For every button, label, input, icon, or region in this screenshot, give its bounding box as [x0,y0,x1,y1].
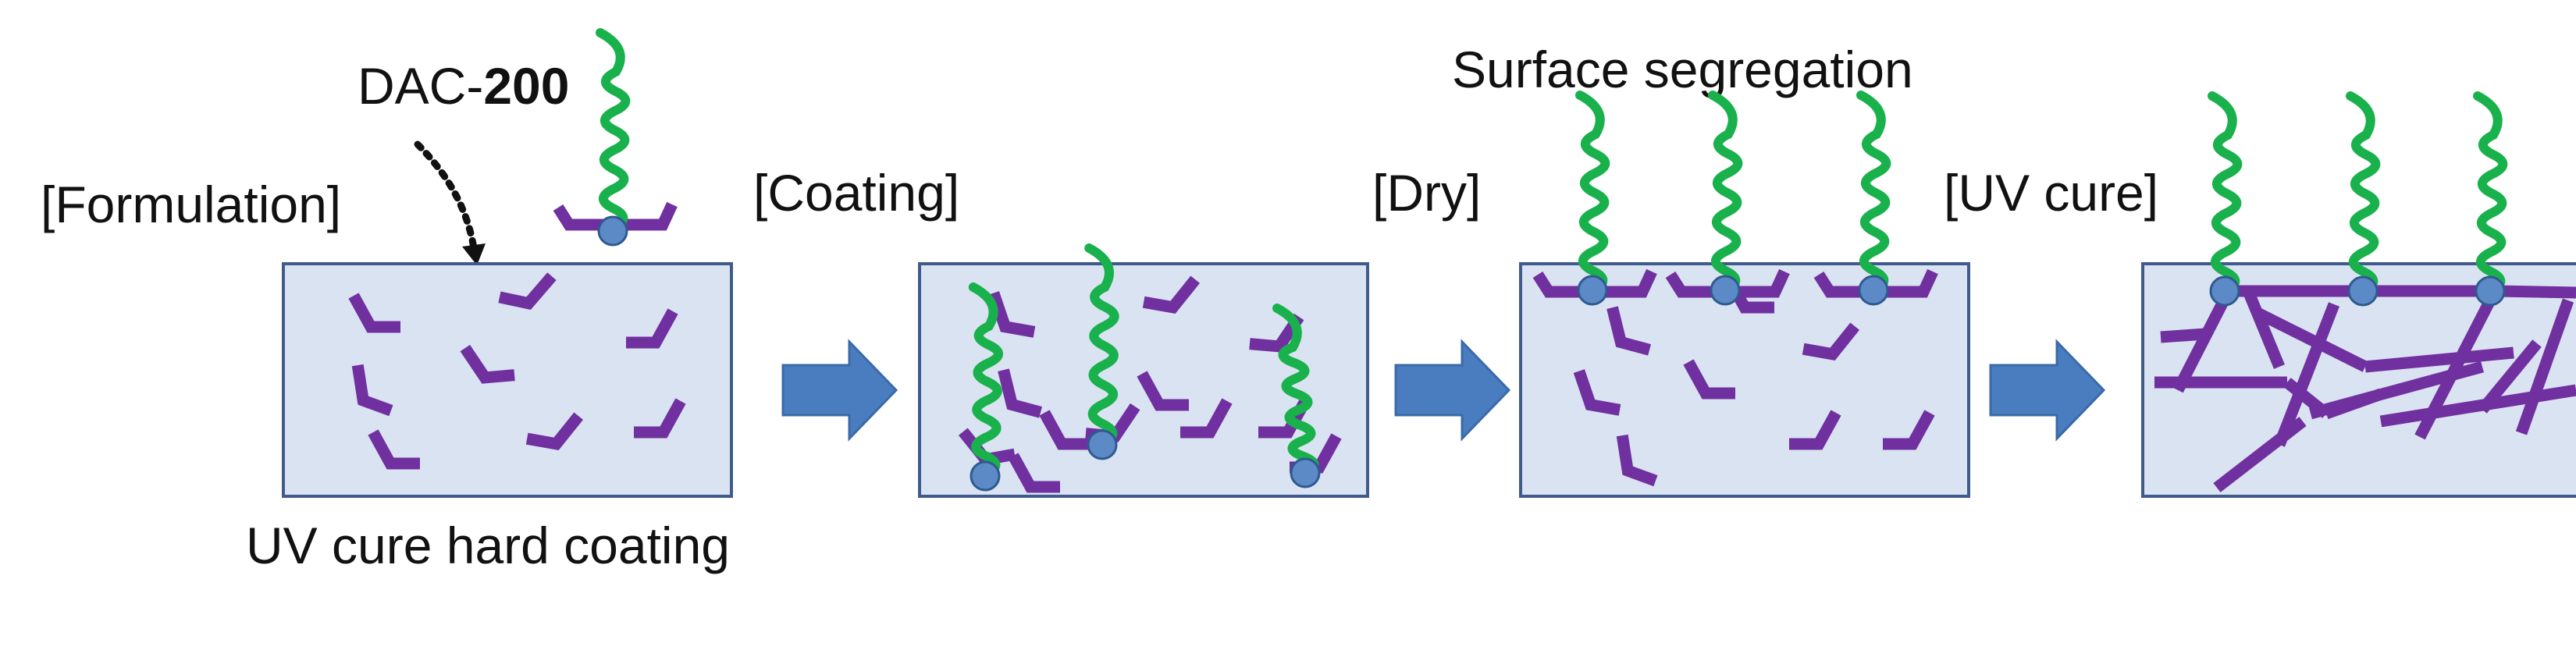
monomer [1883,410,1935,450]
dac-number: 200 [483,57,569,115]
crosslink [2172,288,2234,393]
monomer [987,291,1036,338]
crosslink [2213,417,2307,492]
monomer [368,429,420,470]
monomer [1008,453,1060,493]
fluoro-chain [2346,91,2381,296]
dotted-arrow [414,140,479,258]
anchor-bead [2347,275,2379,307]
monomer [460,344,515,384]
monomer [348,293,400,333]
monomer [1683,359,1735,400]
fluoro-chain [1856,91,1891,295]
crosslink [2497,285,2576,299]
fluoro-chain [1708,91,1743,295]
monomer [634,398,686,439]
fluoro-chain [1272,304,1319,477]
anchor-bead [2209,275,2240,307]
monomer [1573,369,1621,416]
anchor-bead [1290,457,1321,488]
dry-label: [Dry] [1372,164,1481,222]
anchor-bead [1577,275,1608,306]
monomer [1137,371,1189,411]
monomer [998,368,1043,418]
fluoro-chain [1084,243,1119,448]
hard-coating-label: UV cure hard coating [246,517,730,574]
uv-cure-label: [UV cure] [1944,164,2158,222]
arrow-formulation-to-coating [781,339,898,442]
arrow-coating-to-dry [1394,339,1511,442]
dac-prefix: DAC- [358,57,483,115]
crosslink [2160,328,2206,343]
fluoro-chain [1575,91,1610,295]
crosslink [2379,384,2576,428]
monomer [1180,398,1233,439]
surface-segregation-label: Surface segregation [1452,41,1913,98]
monomer [1616,434,1658,487]
monomer [525,412,584,450]
crosslink [2309,361,2484,420]
monomer [626,308,678,349]
formulation-label: [Formulation] [41,176,341,233]
monomer [498,272,557,310]
crosslink [2243,289,2285,369]
dac-label: DAC-200 [358,57,569,115]
anchor-bead [1858,275,1889,306]
anchor-bead [2475,275,2506,307]
crosslink [2253,307,2368,372]
crosslink [2274,302,2339,447]
arrow-dry-to-uv-cure [1989,339,2106,442]
fluoro-chain [2473,91,2508,296]
coating-label: [Coating] [753,164,959,222]
monomer [1606,306,1652,356]
fluoro-chain [596,28,631,233]
anchor-bead [1087,429,1118,460]
crosslink [2364,346,2514,373]
monomer [351,364,393,417]
anchor-bead [970,460,1001,492]
fluoro-chain [968,282,1003,479]
bead-layer [597,215,2506,492]
anchor-bead [597,215,628,247]
chain-layer [596,28,2508,479]
fluoro-chain [2208,91,2243,296]
monomer [1802,322,1860,361]
dotted-arrow-head [462,243,486,265]
monomer [1789,410,1841,450]
monomer [1142,275,1201,314]
anchor-bead [1710,275,1741,306]
crosslink [2515,298,2574,435]
monomer [1039,410,1091,450]
